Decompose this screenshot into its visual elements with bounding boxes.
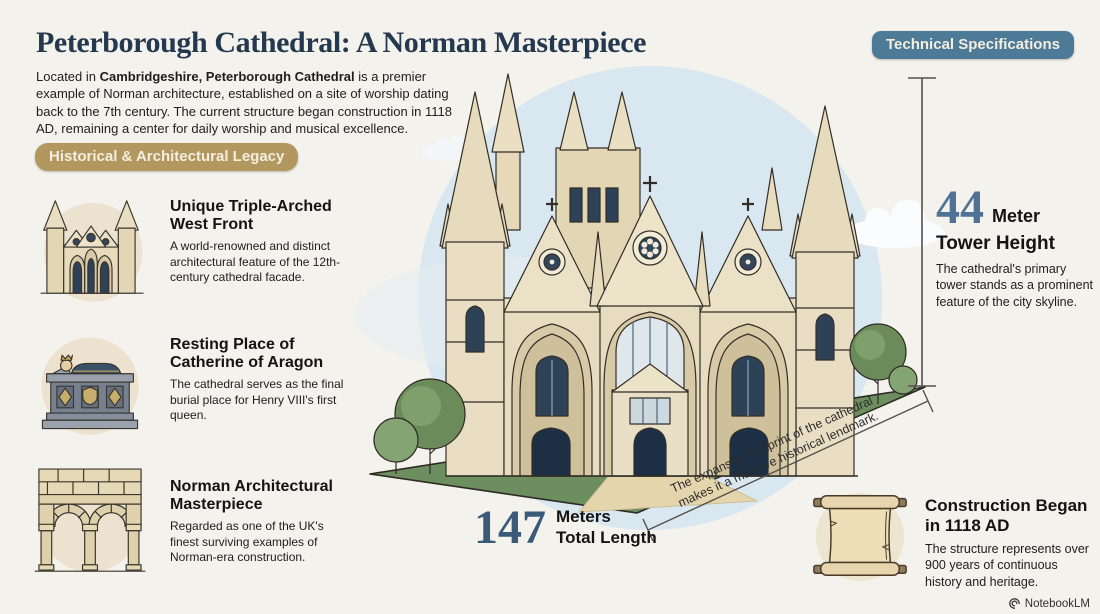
tower-height-unit: Meter bbox=[992, 206, 1041, 227]
cloud-icon bbox=[845, 200, 945, 248]
legacy-item-catherine: Resting Place of Catherine of Aragon The… bbox=[170, 336, 350, 423]
intro-highlight: Cambridgeshire, Peterborough Cathedral bbox=[99, 69, 355, 84]
total-length-label: Total Length bbox=[556, 527, 657, 547]
legacy-item-title: Unique Triple-Arched West Front bbox=[170, 198, 332, 234]
tree-icon bbox=[373, 378, 466, 474]
construction-spec: Construction Began in 1118 AD The struct… bbox=[925, 496, 1097, 590]
tower-height-description: The cathedral's primary tower stands as … bbox=[936, 262, 1094, 309]
legacy-item-description: The cathedral serves as the final burial… bbox=[170, 377, 344, 422]
legacy-item-title: Norman Architectural Masterpiece bbox=[170, 478, 333, 514]
cross-icon bbox=[546, 176, 754, 211]
tower-height-spec: 44 Meter Tower Height The cathedral's pr… bbox=[936, 181, 1098, 310]
historical-legacy-badge: Historical & Architectural Legacy bbox=[35, 143, 299, 171]
legacy-item-description: A world-renowned and distinct architectu… bbox=[170, 239, 341, 284]
tree-icon bbox=[849, 323, 918, 404]
notebooklm-logo-icon bbox=[1008, 598, 1020, 609]
tomb-icon bbox=[41, 337, 139, 435]
brand-label: NotebookLM bbox=[1024, 597, 1090, 610]
tower-height-measure-line bbox=[908, 77, 936, 387]
legacy-item-norman: Norman Architectural Masterpiece Regarde… bbox=[170, 478, 350, 565]
west-front-icon bbox=[40, 200, 144, 302]
total-length-unit: Meters bbox=[556, 507, 611, 527]
total-length-value: 147 bbox=[474, 501, 546, 554]
brand-footer: NotebookLM bbox=[1008, 597, 1090, 610]
legacy-item-west-front: Unique Triple-Arched West Front A world-… bbox=[170, 198, 350, 285]
cathedral-illustration bbox=[439, 73, 861, 477]
legacy-item-description: Regarded as one of the UK's finest survi… bbox=[170, 519, 324, 564]
rose-window-icon bbox=[538, 230, 762, 276]
page-title: Peterborough Cathedral: A Norman Masterp… bbox=[36, 26, 647, 59]
legacy-item-title: Resting Place of Catherine of Aragon bbox=[170, 336, 324, 372]
length-measure-line bbox=[642, 389, 934, 542]
norman-arches-icon bbox=[34, 468, 146, 573]
tower-height-label: Tower Height bbox=[936, 233, 1055, 255]
technical-specifications-badge: Technical Specifications bbox=[872, 31, 1074, 59]
scroll-icon bbox=[813, 492, 907, 582]
intro-paragraph: Located in Cambridgeshire, Peterborough … bbox=[36, 69, 452, 136]
construction-description: The structure represents over 900 years … bbox=[925, 542, 1089, 589]
tower-height-value: 44 bbox=[936, 181, 984, 234]
construction-title: Construction Began in 1118 AD bbox=[925, 496, 1088, 536]
total-length-spec: 147 Meters Total Length bbox=[474, 501, 657, 554]
